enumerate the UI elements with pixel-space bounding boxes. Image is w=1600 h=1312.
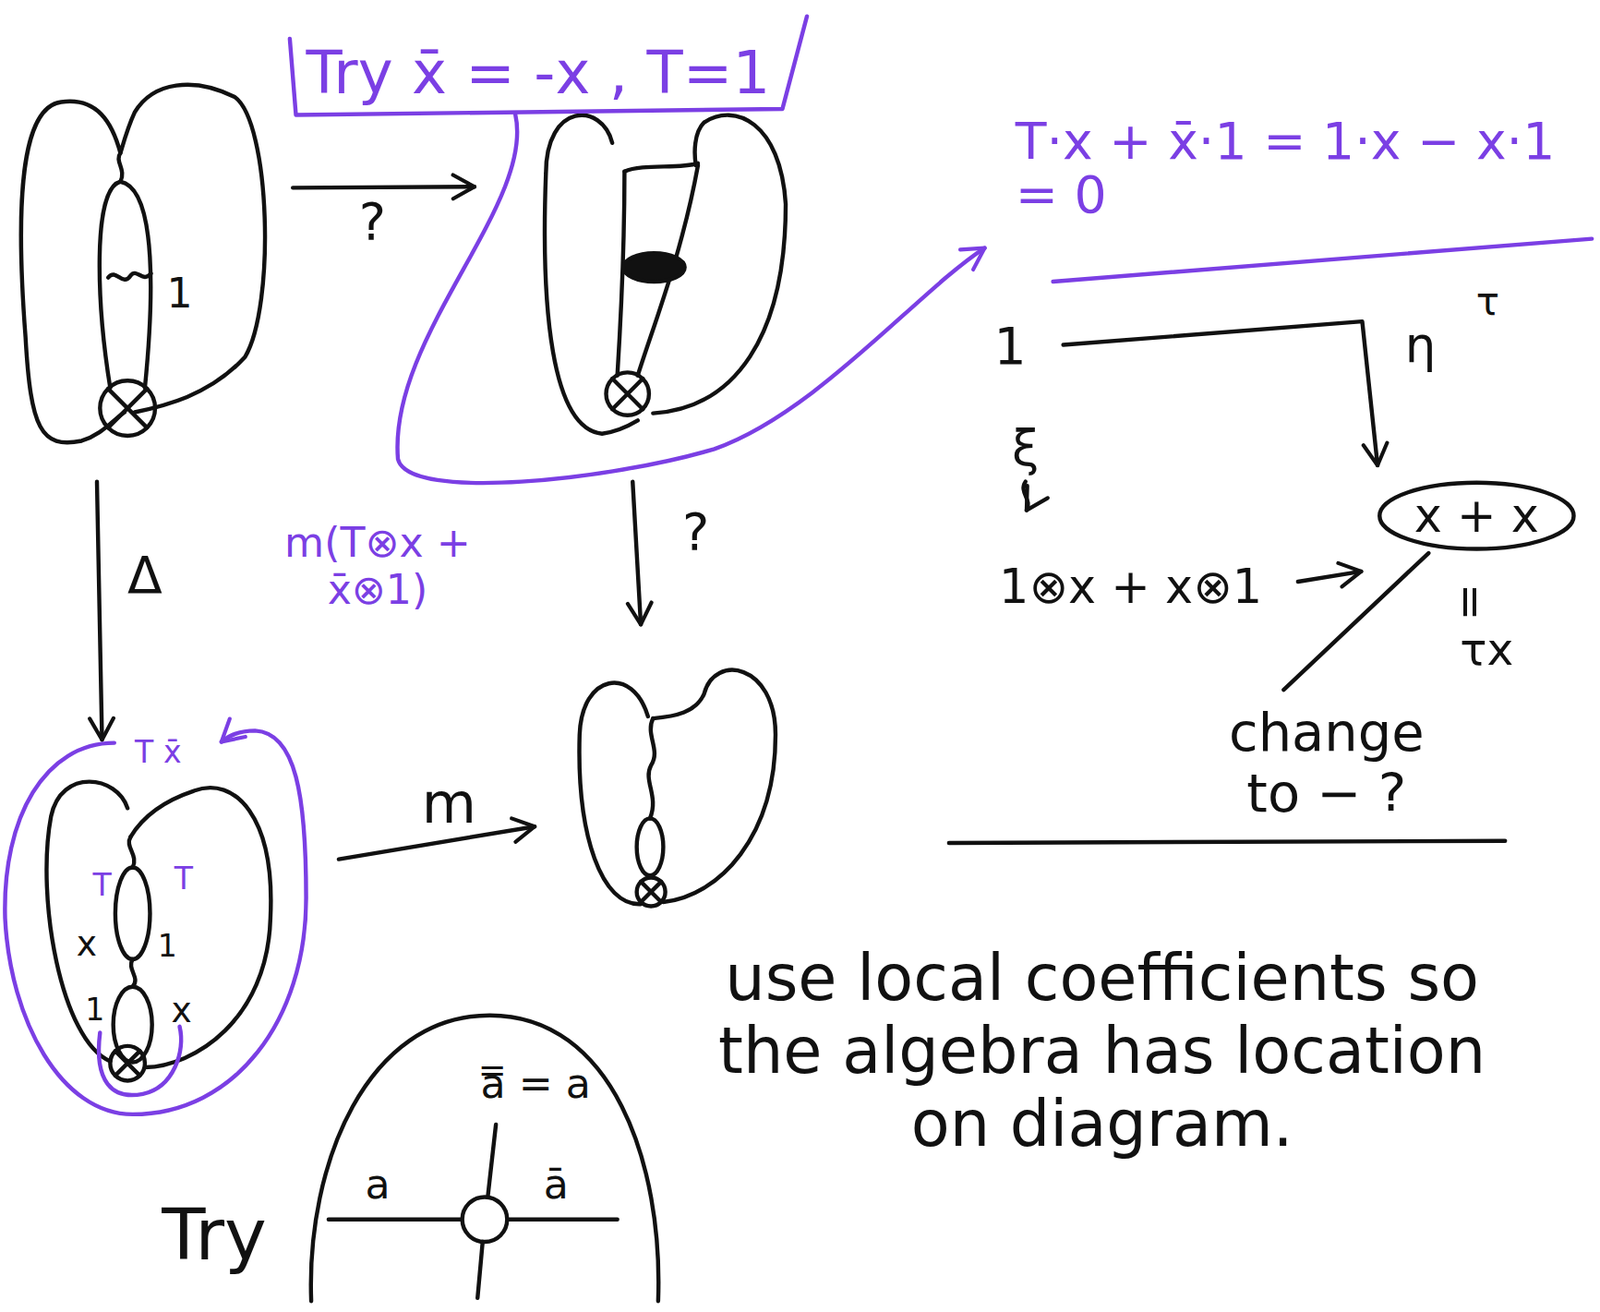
crossing-x (640, 881, 662, 903)
neck-twist (131, 959, 136, 987)
node-text: ā (543, 1160, 569, 1208)
callout-loop (4, 730, 306, 1115)
neck-twist (649, 718, 655, 819)
small-loop (637, 818, 664, 876)
shape-outline (306, 1010, 664, 1307)
strand (328, 1217, 618, 1222)
crossing-circle (637, 877, 666, 906)
coefficient-label: 1 (157, 929, 178, 965)
node-text: a (364, 1160, 390, 1208)
equals-sign: = (1445, 583, 1498, 622)
algebra-term: τx (1459, 624, 1514, 676)
coefficient-label: 1 (84, 992, 105, 1028)
node-text: x + x (1414, 488, 1540, 542)
neck-twist (119, 153, 123, 182)
crossing-circle (462, 1196, 508, 1242)
coefficient-label: x (171, 990, 193, 1031)
crossing-x (612, 378, 643, 410)
surface-outline (544, 115, 786, 434)
map-label: η (1405, 316, 1437, 373)
inner-loop (99, 181, 151, 388)
coefficient-label: T (174, 862, 193, 898)
neck-twist (129, 836, 135, 867)
coproduct-arrow (96, 481, 103, 741)
callout-curve (396, 114, 985, 483)
formula-note: m(T⊗x + x̄⊗1) (254, 519, 500, 614)
coefficient-label: T (92, 867, 111, 903)
question-mark: ? (359, 192, 386, 253)
coefficient-label: x (76, 924, 97, 964)
bracket-outline (289, 16, 807, 116)
algebra-term: 1 (994, 317, 1027, 377)
ellipse-outline (1379, 481, 1574, 549)
algebra-term: 1⊗x + x⊗1 (998, 559, 1263, 614)
neck-bar (624, 163, 698, 172)
divider-line (949, 841, 1505, 843)
crossing-circle (109, 1046, 145, 1082)
map-label: τ (1476, 279, 1500, 325)
map-label: ξ (1011, 421, 1040, 478)
strand (477, 1124, 496, 1299)
map-arrow (1063, 321, 1378, 466)
inner-band (617, 165, 698, 376)
remark-note: use local coefficients so the algebra ha… (709, 941, 1495, 1160)
map-arrow (292, 186, 475, 188)
surface-outline (46, 781, 271, 1068)
callout-loop (98, 1026, 181, 1095)
twist-mark (108, 273, 151, 280)
map-arrow (632, 481, 641, 626)
small-loop (115, 866, 151, 959)
coefficient-label: 1 (166, 269, 193, 317)
map-label: Δ (127, 547, 163, 607)
dome-outline (311, 1015, 659, 1301)
question-mark: ? (682, 503, 710, 563)
leader-line (1283, 553, 1429, 690)
filled-dot (623, 252, 685, 282)
surface-outline (579, 670, 776, 905)
node-text: Try x̄ = -x , T=1 (306, 38, 771, 108)
equation-underline (1053, 239, 1593, 282)
coefficient-label: T x̄ (134, 735, 181, 771)
crossing-x (108, 388, 147, 428)
hypothesis-box: Try x̄ = -x , T=1 (288, 38, 810, 116)
map-arrow (1023, 481, 1029, 511)
surface-outline (21, 84, 265, 444)
small-loop (113, 986, 153, 1063)
question-note: change to − ? (1209, 702, 1444, 825)
sum-ellipse: x + x (1379, 481, 1574, 549)
map-label: m (421, 771, 477, 837)
crossing-x (115, 1050, 141, 1076)
try-note: Try (161, 1193, 266, 1276)
node-text: a̿ = a (481, 1059, 591, 1107)
map-arrow (1298, 571, 1362, 582)
equation: T·x + x̄·1 = 1·x − x·1 = 0 (1015, 114, 1567, 222)
crossing-circle (606, 372, 650, 415)
crossing-dome: a̿ = a a ā (306, 1010, 664, 1307)
crossing-circle (99, 380, 156, 436)
